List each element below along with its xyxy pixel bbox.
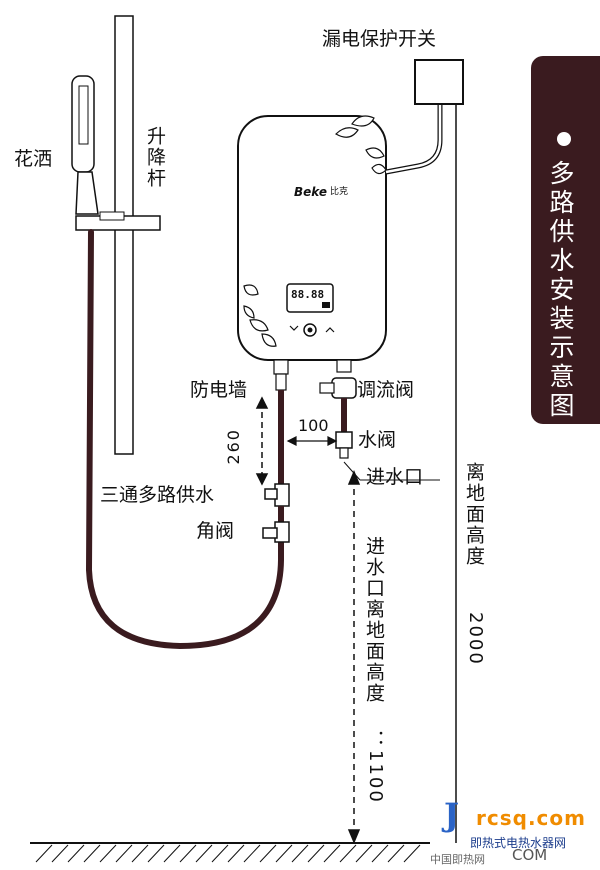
label-lift-rod: 升降杆 bbox=[144, 126, 166, 189]
dim-2000-value: 2000 bbox=[465, 612, 486, 666]
watermark-domain: rcsq.com bbox=[476, 806, 586, 830]
outlet-pipe bbox=[262, 359, 290, 543]
leakage-switch-box bbox=[414, 59, 464, 105]
label-flow-valve: 调流阀 bbox=[357, 379, 415, 401]
label-inlet: 进水口 bbox=[366, 466, 424, 488]
watermark-site-name: 即热式电热水器网 bbox=[470, 836, 567, 850]
power-cable bbox=[385, 104, 443, 175]
watermark-sub: 中国即热网 bbox=[430, 853, 485, 866]
label-anti-shock-wall: 防电墙 bbox=[190, 379, 248, 401]
label-leakage-switch: 漏电保护开关 bbox=[322, 28, 437, 50]
dim-100 bbox=[286, 436, 338, 446]
watermark-logo-letter: J bbox=[444, 796, 460, 834]
heater-brand: Beke bbox=[294, 185, 327, 199]
label-water-valve: 水阀 bbox=[358, 429, 397, 451]
label-shower-head: 花洒 bbox=[14, 148, 53, 170]
water-heater bbox=[237, 115, 387, 361]
shower-hose bbox=[85, 229, 284, 650]
shower-head bbox=[71, 75, 161, 231]
dim-260-value: 260 bbox=[224, 428, 243, 465]
dim-100-value: 100 bbox=[298, 416, 329, 435]
dim-1100 bbox=[347, 470, 361, 844]
diagram-title: 多路供水安装示意图 bbox=[546, 160, 575, 421]
title-panel bbox=[531, 56, 600, 424]
label-height-to-floor: 离地面高度 bbox=[463, 462, 485, 567]
floor bbox=[30, 842, 430, 863]
label-angle-valve: 角阀 bbox=[196, 520, 235, 542]
dim-260 bbox=[255, 396, 269, 486]
lift-rod bbox=[114, 15, 134, 455]
title-bullet-icon bbox=[557, 132, 571, 146]
inlet-pipe bbox=[319, 359, 357, 459]
heater-display-readout: 88.88 bbox=[291, 288, 325, 301]
dim-1100-value: ：1100 bbox=[365, 730, 386, 804]
label-tee-supply: 三通多路供水 bbox=[100, 484, 215, 506]
heater-brand-cn: 比克 bbox=[330, 187, 349, 197]
watermark-com: COM bbox=[512, 846, 548, 864]
label-inlet-height: 进水口离地面高度 bbox=[363, 536, 385, 704]
